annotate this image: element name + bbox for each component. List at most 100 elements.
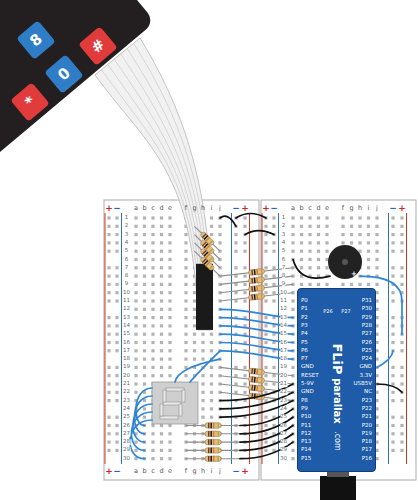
breadboard-hole [143, 374, 146, 377]
resistor-band [208, 431, 209, 436]
rail-hole [391, 432, 394, 435]
pin-label: P26 [362, 340, 372, 346]
jumper-wire [175, 359, 220, 382]
breadboard-hole [193, 299, 196, 302]
pin-label: P8 [301, 398, 308, 404]
row-number: 25 [280, 414, 287, 420]
resistor-band [209, 240, 214, 245]
pin-label: 5-9V [301, 381, 314, 387]
rail-hole [115, 250, 118, 253]
ribbon-conductor [127, 49, 208, 330]
breadboard-hole [168, 349, 171, 352]
ribbon-cable [95, 38, 213, 330]
rail-hole [115, 275, 118, 278]
breadboard-hole [168, 275, 171, 278]
rail-hole [107, 333, 110, 336]
row-number: 13 [280, 315, 287, 321]
rail-hole [400, 366, 403, 369]
resistor-band [254, 286, 256, 292]
breadboard-hole [317, 266, 320, 269]
breadboard-hole [350, 216, 353, 219]
breadboard-hole [168, 299, 171, 302]
rail-sign: − [232, 204, 240, 213]
breadboard-hole [350, 241, 353, 244]
resistor-body [200, 256, 215, 271]
breadboard-hole [325, 266, 328, 269]
row-number: 30 [280, 456, 287, 462]
row-number: 11 [123, 298, 130, 304]
breadboard-hole [341, 241, 344, 244]
pin-label: P25 [362, 348, 372, 354]
row-number: 26 [280, 423, 287, 429]
breadboard-hole [160, 333, 163, 336]
row-number: 4 [282, 240, 286, 246]
rail-hole [391, 399, 394, 402]
breadboard-hole [134, 283, 137, 286]
pin-label: P14 [301, 448, 311, 454]
rail-hole [400, 233, 403, 236]
rail-hole [391, 250, 394, 253]
row-number: 24 [280, 406, 287, 412]
breadboard-hole [151, 275, 154, 278]
row-number: 27 [280, 431, 287, 437]
led-label: P27 [341, 309, 350, 314]
column-letter: e [168, 205, 172, 212]
resistor-band [205, 245, 210, 250]
breadboard-hole [151, 308, 154, 311]
resistor-body [205, 456, 221, 461]
breadboard-hole [358, 283, 361, 286]
usb-cable [320, 476, 356, 500]
module-logo: FLiP [331, 343, 344, 374]
breadboard-hole [134, 291, 137, 294]
rail-hole [115, 441, 118, 444]
rail-sign: + [105, 204, 113, 213]
resistor-band [211, 439, 212, 444]
pin-label: GND [301, 390, 314, 396]
breadboard-hole [151, 225, 154, 228]
breadboard-hole [160, 275, 163, 278]
row-number: 11 [280, 298, 287, 304]
resistor-symbol [205, 423, 221, 428]
resistor-band [205, 253, 210, 258]
row-number: 24 [123, 406, 130, 412]
pin-label: P23 [362, 398, 372, 404]
rail-hole [400, 283, 403, 286]
pin-label: P9 [301, 406, 308, 412]
rail-hole [264, 233, 267, 236]
rail-hole [272, 382, 275, 385]
keypad [0, 0, 155, 208]
rail-hole [272, 283, 275, 286]
row-number: 9 [125, 282, 129, 288]
column-letter: i [211, 468, 213, 475]
breadboard-hole [160, 299, 163, 302]
breadboard-hole [375, 266, 378, 269]
breadboard-hole [184, 291, 187, 294]
resistor-body [248, 277, 265, 284]
breadboard-hole [151, 358, 154, 361]
breadboard-hole [168, 358, 171, 361]
rail-hole [115, 449, 118, 452]
resistor-band [213, 439, 214, 444]
rail-hole [243, 216, 246, 219]
resistor-symbol [248, 385, 265, 392]
breadboard-hole [134, 250, 137, 253]
breadboard-hole [201, 399, 204, 402]
rail-hole [107, 391, 110, 394]
jumper-wire [377, 351, 393, 368]
breadboard-hole [134, 241, 137, 244]
resistor-band [211, 423, 212, 428]
rail-hole [400, 424, 403, 427]
column-letter: h [201, 205, 205, 212]
resistor-lead [195, 251, 221, 276]
breadboard-hole [184, 374, 187, 377]
rail-hole [115, 366, 118, 369]
breadboard-hole [143, 416, 146, 419]
breadboard-hole [160, 316, 163, 319]
rail-hole [391, 424, 394, 427]
breadboard-hole [210, 216, 213, 219]
rail-hole [243, 391, 246, 394]
rail-hole [264, 416, 267, 419]
rail-hole [115, 225, 118, 228]
breadboard-hole [308, 258, 311, 261]
pin-label: P4 [301, 331, 308, 337]
